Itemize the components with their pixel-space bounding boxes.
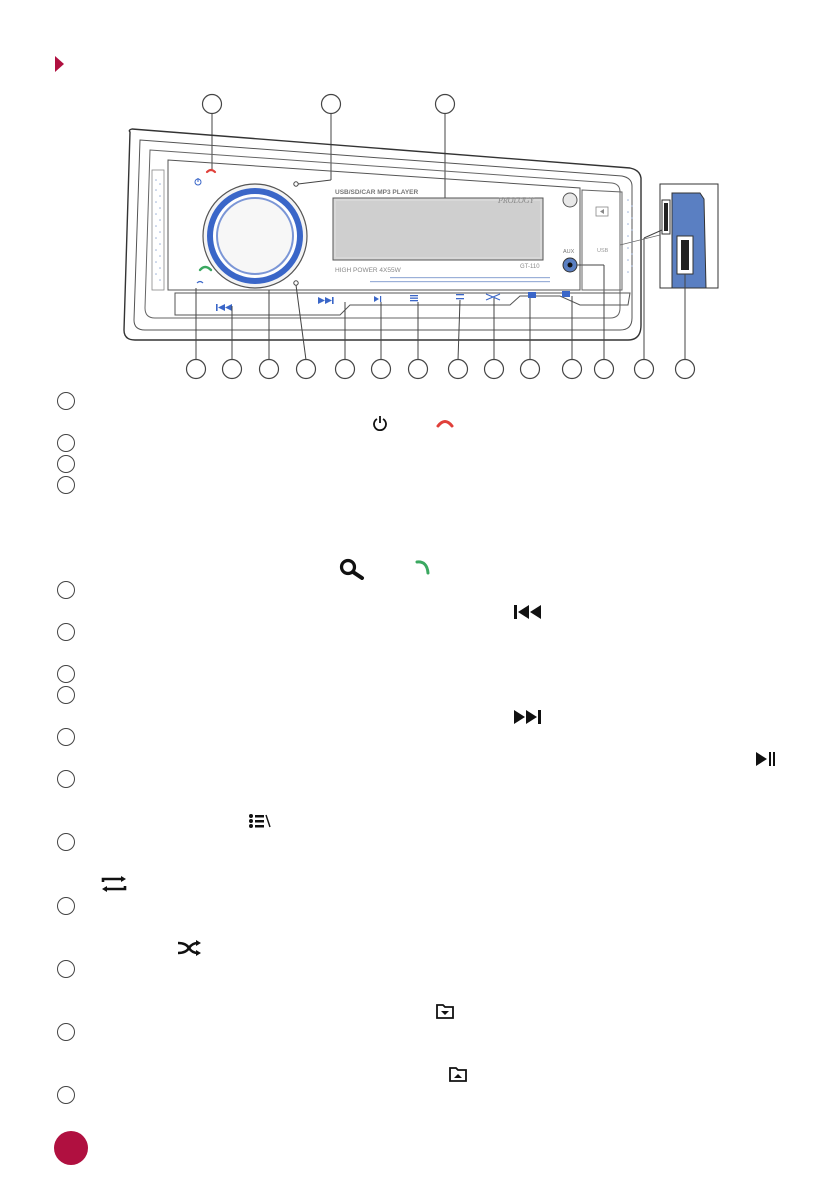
section-marker bbox=[55, 56, 64, 72]
callout-circle bbox=[483, 358, 505, 380]
device-brand: PROLOGY bbox=[497, 196, 536, 205]
item-number-circle bbox=[57, 728, 75, 746]
menu-list-icon bbox=[249, 814, 271, 828]
device-model-line: USB/SD/CAR MP3 PLAYER bbox=[335, 189, 418, 196]
item-number-circle bbox=[57, 833, 75, 851]
callout-circle bbox=[633, 358, 655, 380]
phone-answer-icon bbox=[415, 560, 430, 575]
item-number-circle bbox=[57, 392, 75, 410]
callout-circle bbox=[334, 358, 356, 380]
item-number-circle bbox=[57, 434, 75, 452]
callout-circle bbox=[674, 358, 696, 380]
callout-circle bbox=[295, 358, 317, 380]
phone-hangup-icon bbox=[205, 168, 217, 174]
aux-label: AUX bbox=[563, 249, 575, 255]
item-number-circle bbox=[57, 581, 75, 599]
callout-circle bbox=[434, 93, 456, 115]
shuffle-icon bbox=[177, 940, 201, 956]
item-number-circle bbox=[57, 476, 75, 494]
callout-circle bbox=[201, 93, 223, 115]
callout-circle bbox=[519, 358, 541, 380]
item-number-circle bbox=[57, 960, 75, 978]
device-power-line: HIGH POWER 4X55W bbox=[335, 267, 402, 274]
item-number-circle bbox=[57, 1023, 75, 1041]
callout-circle bbox=[370, 358, 392, 380]
fast-forward-icon bbox=[514, 710, 541, 724]
item-number-circle bbox=[57, 770, 75, 788]
item-number-circle bbox=[57, 686, 75, 704]
item-number-circle bbox=[57, 623, 75, 641]
item-number-circle bbox=[57, 897, 75, 915]
item-number-circle bbox=[57, 1086, 75, 1104]
callout-circle bbox=[407, 358, 429, 380]
folder-down-icon bbox=[436, 1004, 454, 1019]
rewind-icon bbox=[514, 605, 541, 619]
callout-circle bbox=[258, 358, 280, 380]
folder-up-icon bbox=[449, 1067, 467, 1082]
item-number-circle bbox=[57, 455, 75, 473]
button-icons-row bbox=[216, 291, 570, 311]
repeat-icon bbox=[101, 876, 127, 892]
device-model: GT-110 bbox=[520, 264, 540, 270]
callout-circle bbox=[221, 358, 243, 380]
page-number-badge bbox=[54, 1131, 88, 1165]
phone-hangup-icon bbox=[436, 420, 454, 428]
device-illustration: USB/SD/CAR MP3 PLAYER PROLOGY HIGH POWER… bbox=[123, 93, 719, 380]
callout-circle bbox=[320, 93, 342, 115]
callout-circle bbox=[593, 358, 615, 380]
callout-circle bbox=[561, 358, 583, 380]
usb-label: USB bbox=[597, 248, 609, 254]
callout-circle bbox=[447, 358, 469, 380]
play-pause-icon bbox=[756, 752, 775, 766]
search-icon bbox=[339, 558, 364, 580]
phone-answer-icon bbox=[198, 265, 213, 272]
power-icon bbox=[373, 416, 387, 431]
item-number-circle bbox=[57, 665, 75, 683]
callout-circle bbox=[185, 358, 207, 380]
